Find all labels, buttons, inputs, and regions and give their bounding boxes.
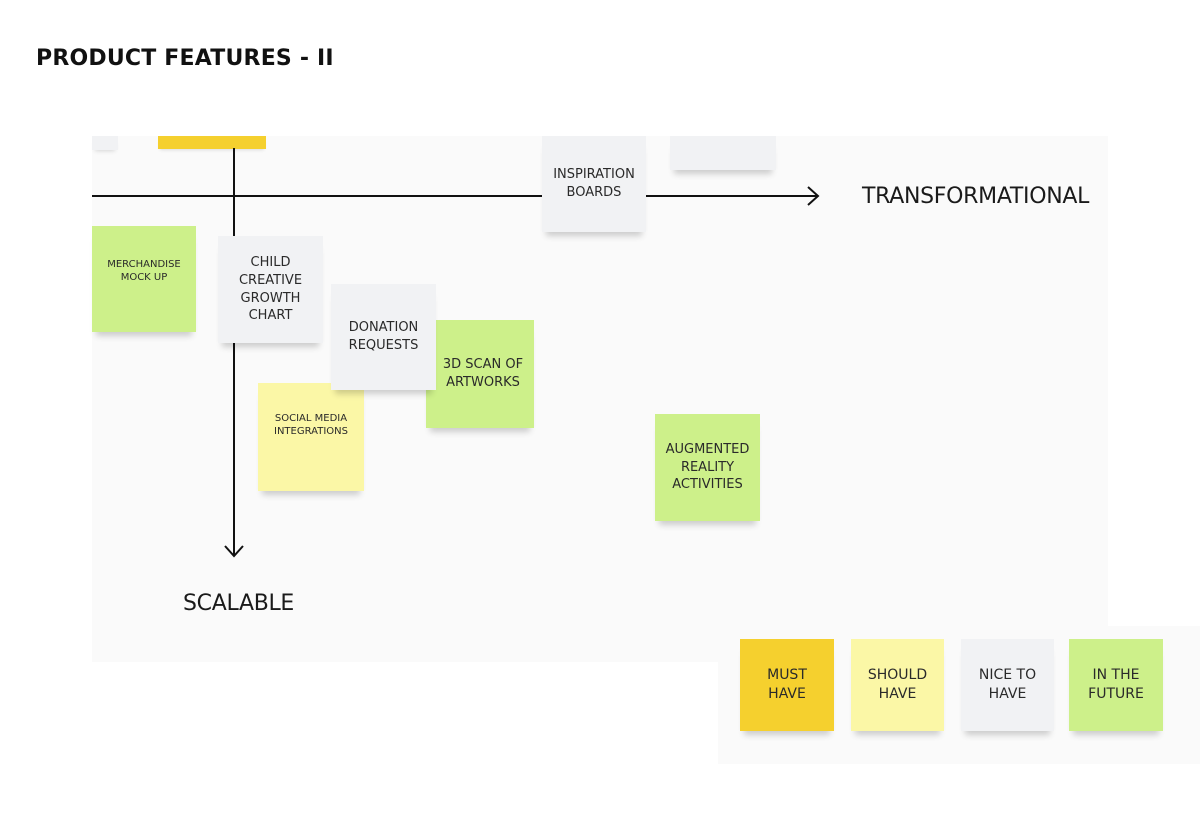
legend-label: IN THE FUTURE (1088, 667, 1144, 702)
sticky-label: AUGMENTED REALITY ACTIVITIES (665, 442, 750, 493)
sticky-augmented-reality-activities[interactable]: AUGMENTED REALITY ACTIVITIES (655, 414, 760, 521)
legend-label: SHOULD HAVE (867, 667, 928, 702)
sticky-partial-top-right[interactable] (670, 136, 776, 170)
sticky-label: 3D SCAN OF ARTWORKS (442, 357, 524, 390)
sticky-label: MERCHANDISE MOCK UP (107, 258, 181, 284)
sticky-label: INSPIRATION BOARDS (553, 167, 635, 200)
sticky-partial-top-left[interactable] (92, 136, 118, 150)
sticky-merchandise-mock-up[interactable]: MERCHANDISE MOCK UP (92, 226, 196, 332)
sticky-3d-scan-of-artworks[interactable]: 3D SCAN OF ARTWORKS (426, 320, 534, 428)
legend-nice-to-have[interactable]: NICE TO HAVE (961, 639, 1054, 731)
sticky-inspiration-boards[interactable]: INSPIRATION BOARDS (542, 136, 646, 232)
sticky-partial-top-gold[interactable] (158, 136, 266, 149)
axis-label-scalable: SCALABLE (183, 591, 295, 616)
axis-label-transformational: TRANSFORMATIONAL (862, 184, 1090, 209)
legend-label: MUST HAVE (767, 667, 807, 702)
legend-label: NICE TO HAVE (978, 667, 1037, 702)
sticky-social-media-integrations[interactable]: SOCIAL MEDIA INTEGRATIONS (258, 383, 364, 491)
page-title: PRODUCT FEATURES - II (36, 46, 334, 71)
sticky-label: CHILD CREATIVE GROWTH CHART (238, 255, 303, 324)
sticky-label: DONATION REQUESTS (348, 320, 419, 353)
sticky-child-creative-growth-chart[interactable]: CHILD CREATIVE GROWTH CHART (218, 236, 323, 343)
legend-in-the-future[interactable]: IN THE FUTURE (1069, 639, 1163, 731)
legend-must-have[interactable]: MUST HAVE (740, 639, 834, 731)
sticky-donation-requests[interactable]: DONATION REQUESTS (331, 284, 436, 390)
legend-should-have[interactable]: SHOULD HAVE (851, 639, 944, 731)
sticky-label: SOCIAL MEDIA INTEGRATIONS (274, 412, 348, 438)
